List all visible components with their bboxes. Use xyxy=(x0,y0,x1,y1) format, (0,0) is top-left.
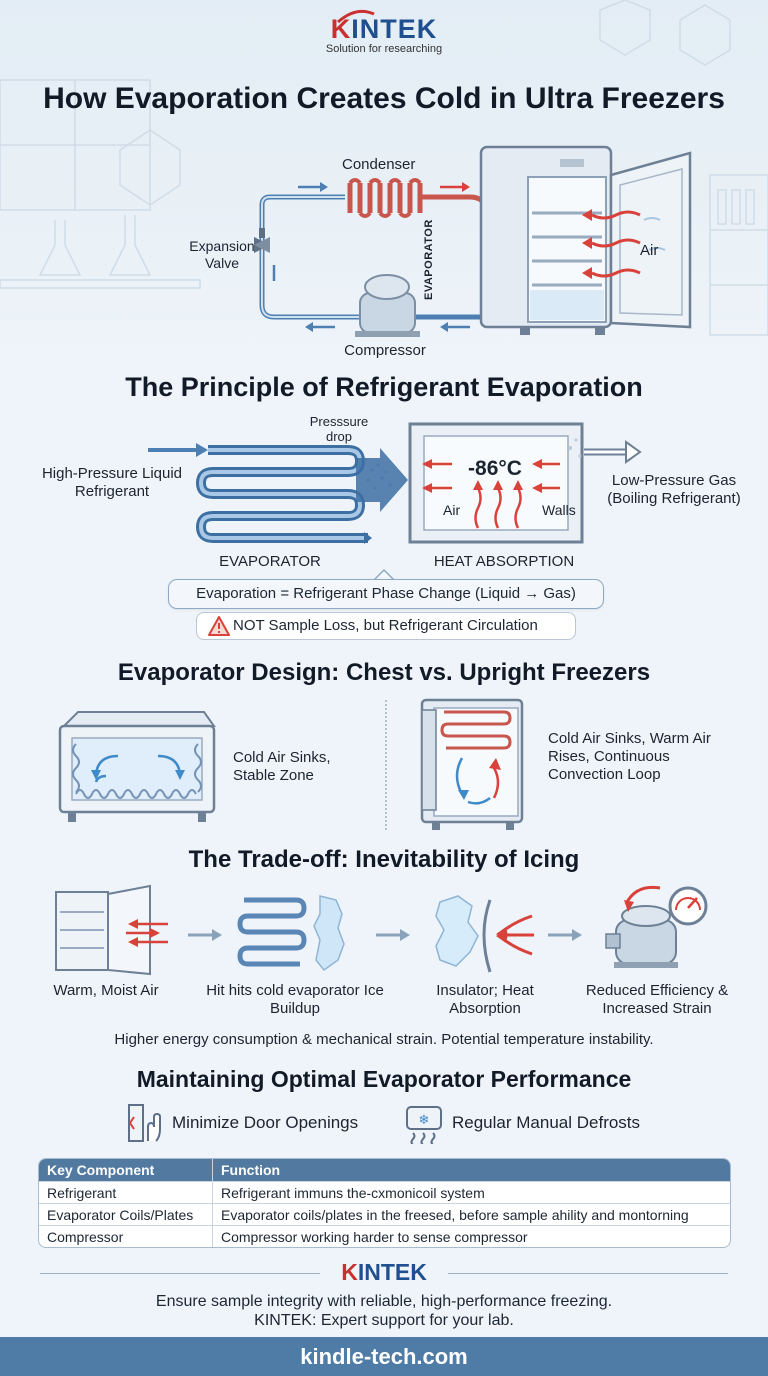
footer-rule-left xyxy=(40,1273,320,1274)
footer-logo-k: K xyxy=(341,1259,358,1285)
table-cell: Compressor working harder to sense compr… xyxy=(213,1225,730,1247)
low-pressure-label: Low-Pressure Gas (Boiling Refrigerant) xyxy=(607,472,741,507)
page-title: How Evaporation Creates Cold in Ultra Fr… xyxy=(43,82,725,115)
component-table: Key Component Function Refrigerant Refri… xyxy=(38,1158,731,1248)
condenser-label: Condenser xyxy=(342,156,416,173)
compressor-label: Compressor xyxy=(344,342,426,359)
step-label-4: Reduced Efficiency & Increased Strain xyxy=(585,982,729,1017)
maintain-title: Maintaining Optimal Evaporator Performan… xyxy=(136,1066,632,1092)
upright-description: Cold Air Sinks, Warm Air Rises, Continuo… xyxy=(548,730,711,783)
footer-logo: KINTEK xyxy=(0,1259,768,1286)
design-title: Evaporator Design: Chest vs. Upright Fre… xyxy=(117,659,651,686)
walls-label: Walls xyxy=(542,502,576,518)
heat-absorption-label: HEAT ABSORPTION xyxy=(433,553,575,570)
principle-title: The Principle of Refrigerant Evaporation xyxy=(125,372,643,402)
brand-logo: KINTEK Solution for researching xyxy=(284,9,484,55)
tip-defrost: Regular Manual Defrosts xyxy=(452,1113,641,1132)
table-row: Compressor Compressor working harder to … xyxy=(39,1225,730,1247)
temperature-readout: -86°C xyxy=(468,457,522,480)
table-cell: Refrigerant immuns the-cxmonicoil system xyxy=(213,1181,730,1203)
footer-line-1: Ensure sample integrity with reliable, h… xyxy=(155,1293,613,1310)
design-divider xyxy=(385,700,387,830)
table-cell: Refrigerant xyxy=(39,1181,213,1203)
logo-text: INTEK xyxy=(351,14,438,44)
phase-change-callout: Evaporation = Refrigerant Phase Change (… xyxy=(168,579,604,609)
step-label-2: Hit hits cold evaporator Ice Buildup xyxy=(206,982,384,1017)
step-label-3: Insulator; Heat Absorption xyxy=(436,982,534,1017)
upright-freezer-illustration xyxy=(420,698,524,830)
tip-minimize-door: Minimize Door Openings xyxy=(172,1113,359,1132)
step-label-1: Warm, Moist Air xyxy=(53,982,159,999)
evaporator-vertical-label: EVAPORATOR xyxy=(423,219,435,300)
table-cell: Compressor xyxy=(39,1225,213,1247)
logo-swoosh-icon xyxy=(337,9,375,24)
principle-air-label: Air xyxy=(443,502,461,518)
table-row: Evaporator Coils/Plates Evaporator coils… xyxy=(39,1203,730,1225)
footer-logo-text: INTEK xyxy=(357,1259,427,1285)
table-cell: Evaporator coils/plates in the freesed, … xyxy=(213,1203,730,1225)
tradeoff-title: The Trade-off: Inevitability of Icing xyxy=(188,846,580,873)
refrigeration-cycle-diagram xyxy=(254,145,692,337)
logo-tagline: Solution for researching xyxy=(325,43,443,55)
pressure-drop-label: Presssure drop xyxy=(309,414,369,444)
warning-callout: NOT Sample Loss, but Refrigerant Circula… xyxy=(196,612,576,640)
footer-line-2: KINTEK: Expert support for your lab. xyxy=(254,1312,514,1329)
high-pressure-label: High-Pressure Liquid Refrigerant xyxy=(41,465,183,500)
defrost-icon: ❄ xyxy=(406,1106,442,1144)
tradeoff-summary: Higher energy consumption & mechanical s… xyxy=(114,1031,654,1048)
door-hand-icon xyxy=(128,1104,161,1142)
svg-text:❄: ❄ xyxy=(419,1113,430,1128)
icing-process-diagram xyxy=(55,884,708,976)
footer-url-link[interactable]: kindle-tech.com xyxy=(0,1337,768,1376)
table-header-row: Key Component Function xyxy=(39,1159,730,1181)
principle-diagram xyxy=(148,422,642,544)
table-row: Refrigerant Refrigerant immuns the-cxmon… xyxy=(39,1181,730,1203)
warning-icon xyxy=(208,616,230,636)
table-cell: Evaporator Coils/Plates xyxy=(39,1203,213,1225)
table-header-function: Function xyxy=(213,1159,730,1181)
air-label: Air xyxy=(640,242,659,259)
lab-background-illustration xyxy=(0,0,768,336)
footer-rule-right xyxy=(448,1273,728,1274)
chest-freezer-illustration xyxy=(58,711,216,822)
evaporator-label: EVAPORATOR xyxy=(219,553,321,570)
warning-text: NOT Sample Loss, but Refrigerant Circula… xyxy=(233,617,538,634)
logo-k: K xyxy=(330,14,352,44)
table-header-component: Key Component xyxy=(39,1159,213,1181)
chest-description: Cold Air Sinks, Stable Zone xyxy=(233,749,331,784)
expansion-valve-label: Expansion Valve xyxy=(189,238,255,271)
